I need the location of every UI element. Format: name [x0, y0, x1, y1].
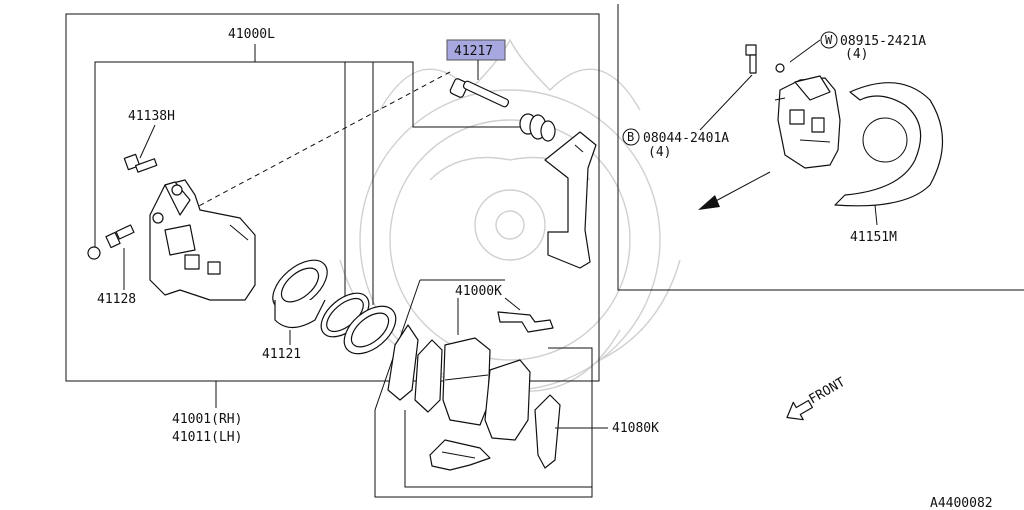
- bolt-prefix: B: [627, 130, 634, 144]
- label-41080K[interactable]: 41080K: [612, 421, 659, 436]
- dashed-axis: [149, 71, 451, 233]
- label-41138H[interactable]: 41138H: [128, 109, 175, 124]
- outer-pad-part: [442, 337, 491, 426]
- front-label: FRONT: [807, 375, 849, 408]
- label-41217[interactable]: 41217: [454, 44, 493, 59]
- label-41151M[interactable]: 41151M: [850, 230, 897, 245]
- label-washer-qty: (4): [845, 47, 868, 62]
- inner-shim-part: [534, 394, 561, 469]
- watermark-emblem: [339, 38, 681, 392]
- washer-code-circle: [820, 31, 838, 49]
- pin-boot-part: [519, 113, 556, 142]
- slide-pin-part: [449, 78, 510, 108]
- bolt-part: [123, 153, 158, 173]
- outer-backing-part: [414, 339, 443, 413]
- caliper-body-part: [149, 179, 256, 301]
- pad-kit-frame: [374, 279, 593, 498]
- rotor-section-frame: [617, 4, 1024, 291]
- mount-bolt-part: [745, 44, 785, 74]
- label-41000L[interactable]: 41000L: [228, 27, 275, 42]
- caliper-assembly-frame: [65, 13, 600, 382]
- label-08044-2401A[interactable]: 08044-2401A: [643, 131, 729, 146]
- diagram-id: A4400082: [930, 496, 993, 510]
- caliper-bracket-part: [544, 131, 597, 269]
- outer-shim-part: [387, 324, 419, 401]
- highlight-41217: [446, 39, 506, 61]
- bleeder-part: [87, 224, 135, 260]
- label-41000K[interactable]: 41000K: [455, 284, 502, 299]
- leader-41000L: [94, 61, 522, 248]
- label-08915-2421A[interactable]: 08915-2421A: [840, 34, 926, 49]
- front-arrow: [786, 399, 813, 421]
- inner-pad-part: [484, 359, 531, 441]
- mounted-caliper-part: [774, 75, 841, 169]
- pad-clip-top-part: [497, 311, 554, 333]
- label-bolt-qty: (4): [648, 145, 671, 160]
- label-41128[interactable]: 41128: [97, 292, 136, 307]
- dust-boot-part: [343, 305, 397, 355]
- bolt-code-circle: [622, 128, 640, 146]
- dust-shield-part: [834, 82, 944, 207]
- piston-part: [272, 259, 328, 329]
- direction-arrow: [698, 171, 771, 210]
- washer-prefix: W: [825, 33, 833, 47]
- label-41121[interactable]: 41121: [262, 347, 301, 362]
- label-41011-lh[interactable]: 41011(LH): [172, 430, 242, 445]
- label-41001-rh[interactable]: 41001(RH): [172, 412, 242, 427]
